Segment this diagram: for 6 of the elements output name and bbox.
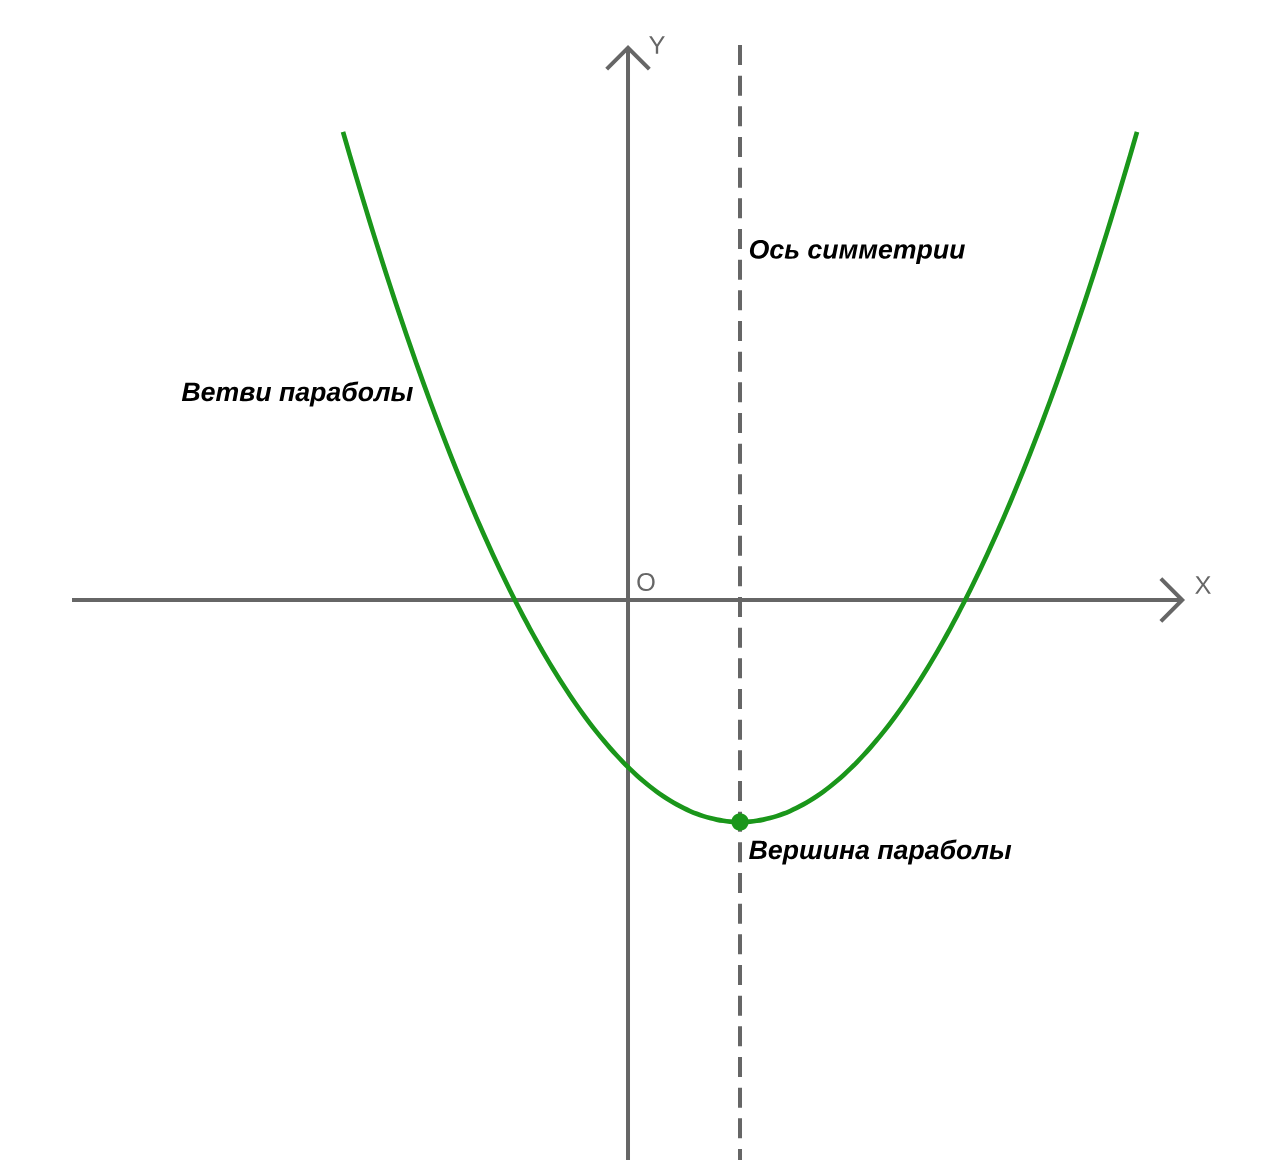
axis-label: Y	[649, 36, 665, 54]
annotation-text: Ось симметрии	[749, 239, 965, 265]
axis-label: X	[1195, 576, 1211, 594]
axis-label: O	[637, 573, 655, 591]
annotation-text: Вершина параболы	[749, 839, 1012, 865]
annotation-text: Ветви параболы	[181, 381, 413, 407]
